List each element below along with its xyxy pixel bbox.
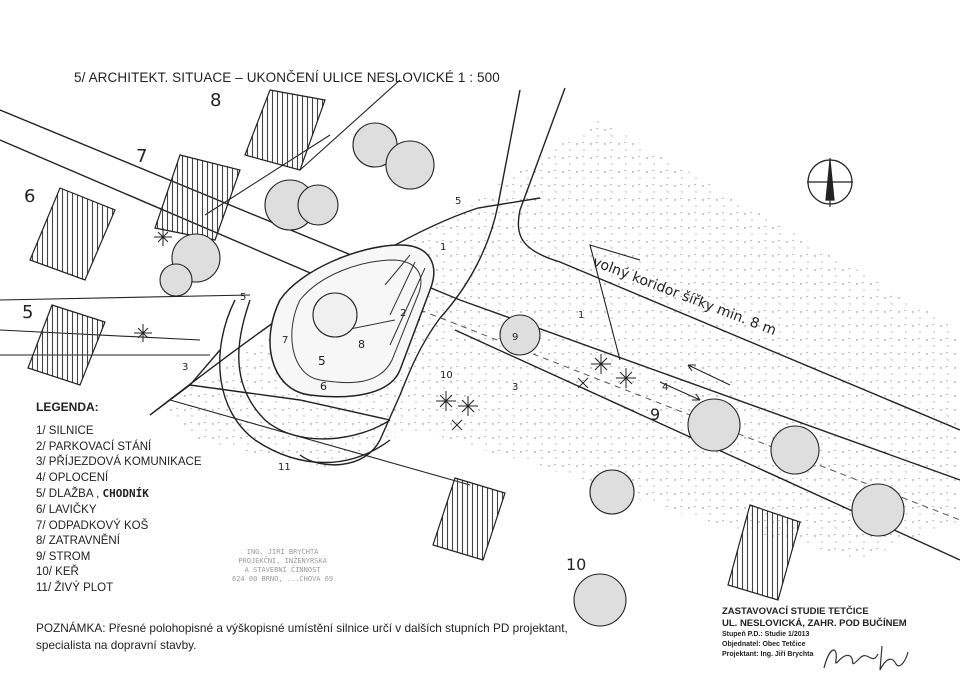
label-9: 9 bbox=[512, 332, 518, 343]
plot-number-7: 7 bbox=[136, 146, 147, 167]
label-1: 1 bbox=[440, 242, 446, 253]
title-block-study: ZASTAVOVACÍ STUDIE TETČICE bbox=[722, 606, 869, 617]
trees bbox=[159, 122, 905, 627]
label-5b: 5 bbox=[455, 196, 461, 207]
legend-item: 3/ PŘÍJEZDOVÁ KOMUNIKACE bbox=[36, 456, 202, 469]
legend-item: 8/ ZATRAVNĚNÍ bbox=[36, 535, 120, 548]
legend-item: 10/ KEŘ bbox=[36, 566, 79, 579]
shrubs bbox=[134, 228, 636, 431]
label-10: 10 bbox=[440, 370, 453, 381]
note-line-2: specialista na dopravní stavby. bbox=[36, 638, 197, 652]
direction-arrow-icon bbox=[589, 244, 731, 401]
plot-number-5: 5 bbox=[22, 302, 33, 323]
stamp-line: ING. JIŘÍ BRYCHTA bbox=[246, 548, 319, 556]
legend-item: 6/ LAVIČKY bbox=[36, 503, 97, 516]
stamp-line: PROJEKČNÍ, INŽENÝRSKÁ bbox=[238, 557, 327, 565]
legend-item: 2/ PARKOVACÍ STÁNÍ bbox=[36, 440, 152, 453]
label-11: 11 bbox=[278, 462, 291, 473]
title-block-client: Objednatel: Obec Tetčice bbox=[722, 641, 806, 648]
label-2: 2 bbox=[400, 308, 406, 319]
legend-item: 5/ DLAŽBA , CHODNÍK bbox=[36, 486, 202, 503]
plot-number-10a: 10 bbox=[566, 555, 586, 574]
plot-number-9: 9 bbox=[650, 405, 660, 424]
label-6: 6 bbox=[320, 380, 327, 393]
label-3: 3 bbox=[182, 362, 188, 373]
legend-item-text: 5/ DLAŽBA , bbox=[36, 488, 100, 501]
title-block-designer: Projektant: Ing. Jiří Brychta bbox=[722, 651, 814, 658]
drawing-title: 5/ ARCHITEKT. SITUACE – UKONČENÍ ULICE N… bbox=[74, 70, 500, 85]
stamp-line: A STAVEBNÍ ČINNOST bbox=[244, 566, 321, 574]
label-8: 8 bbox=[358, 338, 365, 351]
houses bbox=[27, 89, 801, 601]
north-arrow-icon bbox=[807, 158, 853, 207]
label-7: 7 bbox=[282, 335, 288, 346]
plot-number-8: 8 bbox=[210, 90, 221, 111]
label-4: 4 bbox=[662, 382, 668, 393]
title-block: ZASTAVOVACÍ STUDIE TETČICE UL. NESLOVICK… bbox=[722, 606, 907, 660]
legend-item: 9/ STROM bbox=[36, 550, 91, 563]
legend-item: 11/ ŽIVÝ PLOT bbox=[36, 581, 114, 594]
note-line-1: POZNÁMKA: Přesné polohopisné a výškopisn… bbox=[36, 621, 568, 635]
signature bbox=[823, 645, 909, 671]
legend-handwritten-addition: CHODNÍK bbox=[102, 487, 149, 501]
label-5c: 5 bbox=[318, 354, 326, 368]
legend-item: 1/ SILNICE bbox=[36, 425, 94, 437]
label-3b: 3 bbox=[512, 382, 518, 393]
legend-list: 1/ SILNICE 2/ PARKOVACÍ STÁNÍ 3/ PŘÍJEZD… bbox=[36, 424, 202, 597]
legend-item: 4/ OPLOCENÍ bbox=[36, 471, 109, 484]
title-block-stage: Stupeň P.D.: Studie 1/2013 bbox=[722, 631, 810, 638]
grass-areas bbox=[165, 120, 960, 560]
legend-heading: LEGENDA: bbox=[36, 400, 99, 414]
label-1b: 1 bbox=[578, 310, 584, 321]
stamp-line: 624 00 BRNO, ...CHOVA 69 bbox=[232, 575, 334, 583]
legend-item: 7/ ODPADKOVÝ KOŠ bbox=[36, 519, 149, 532]
label-5: 5 bbox=[240, 292, 246, 303]
map-numbers: 8 7 6 5 10 9 10 1 2 3 4 5 6 7 8 9 10 11 … bbox=[22, 90, 668, 574]
title-block-street: UL. NESLOVICKÁ, ZAHR. POD BUČÍNEM bbox=[722, 618, 907, 629]
note-text: POZNÁMKA: Přesné polohopisné a výškopisn… bbox=[36, 620, 576, 654]
architect-stamp: ING. JIŘÍ BRYCHTA PROJEKČNÍ, INŽENÝRSKÁ … bbox=[232, 548, 333, 584]
plot-number-6: 6 bbox=[24, 186, 35, 207]
